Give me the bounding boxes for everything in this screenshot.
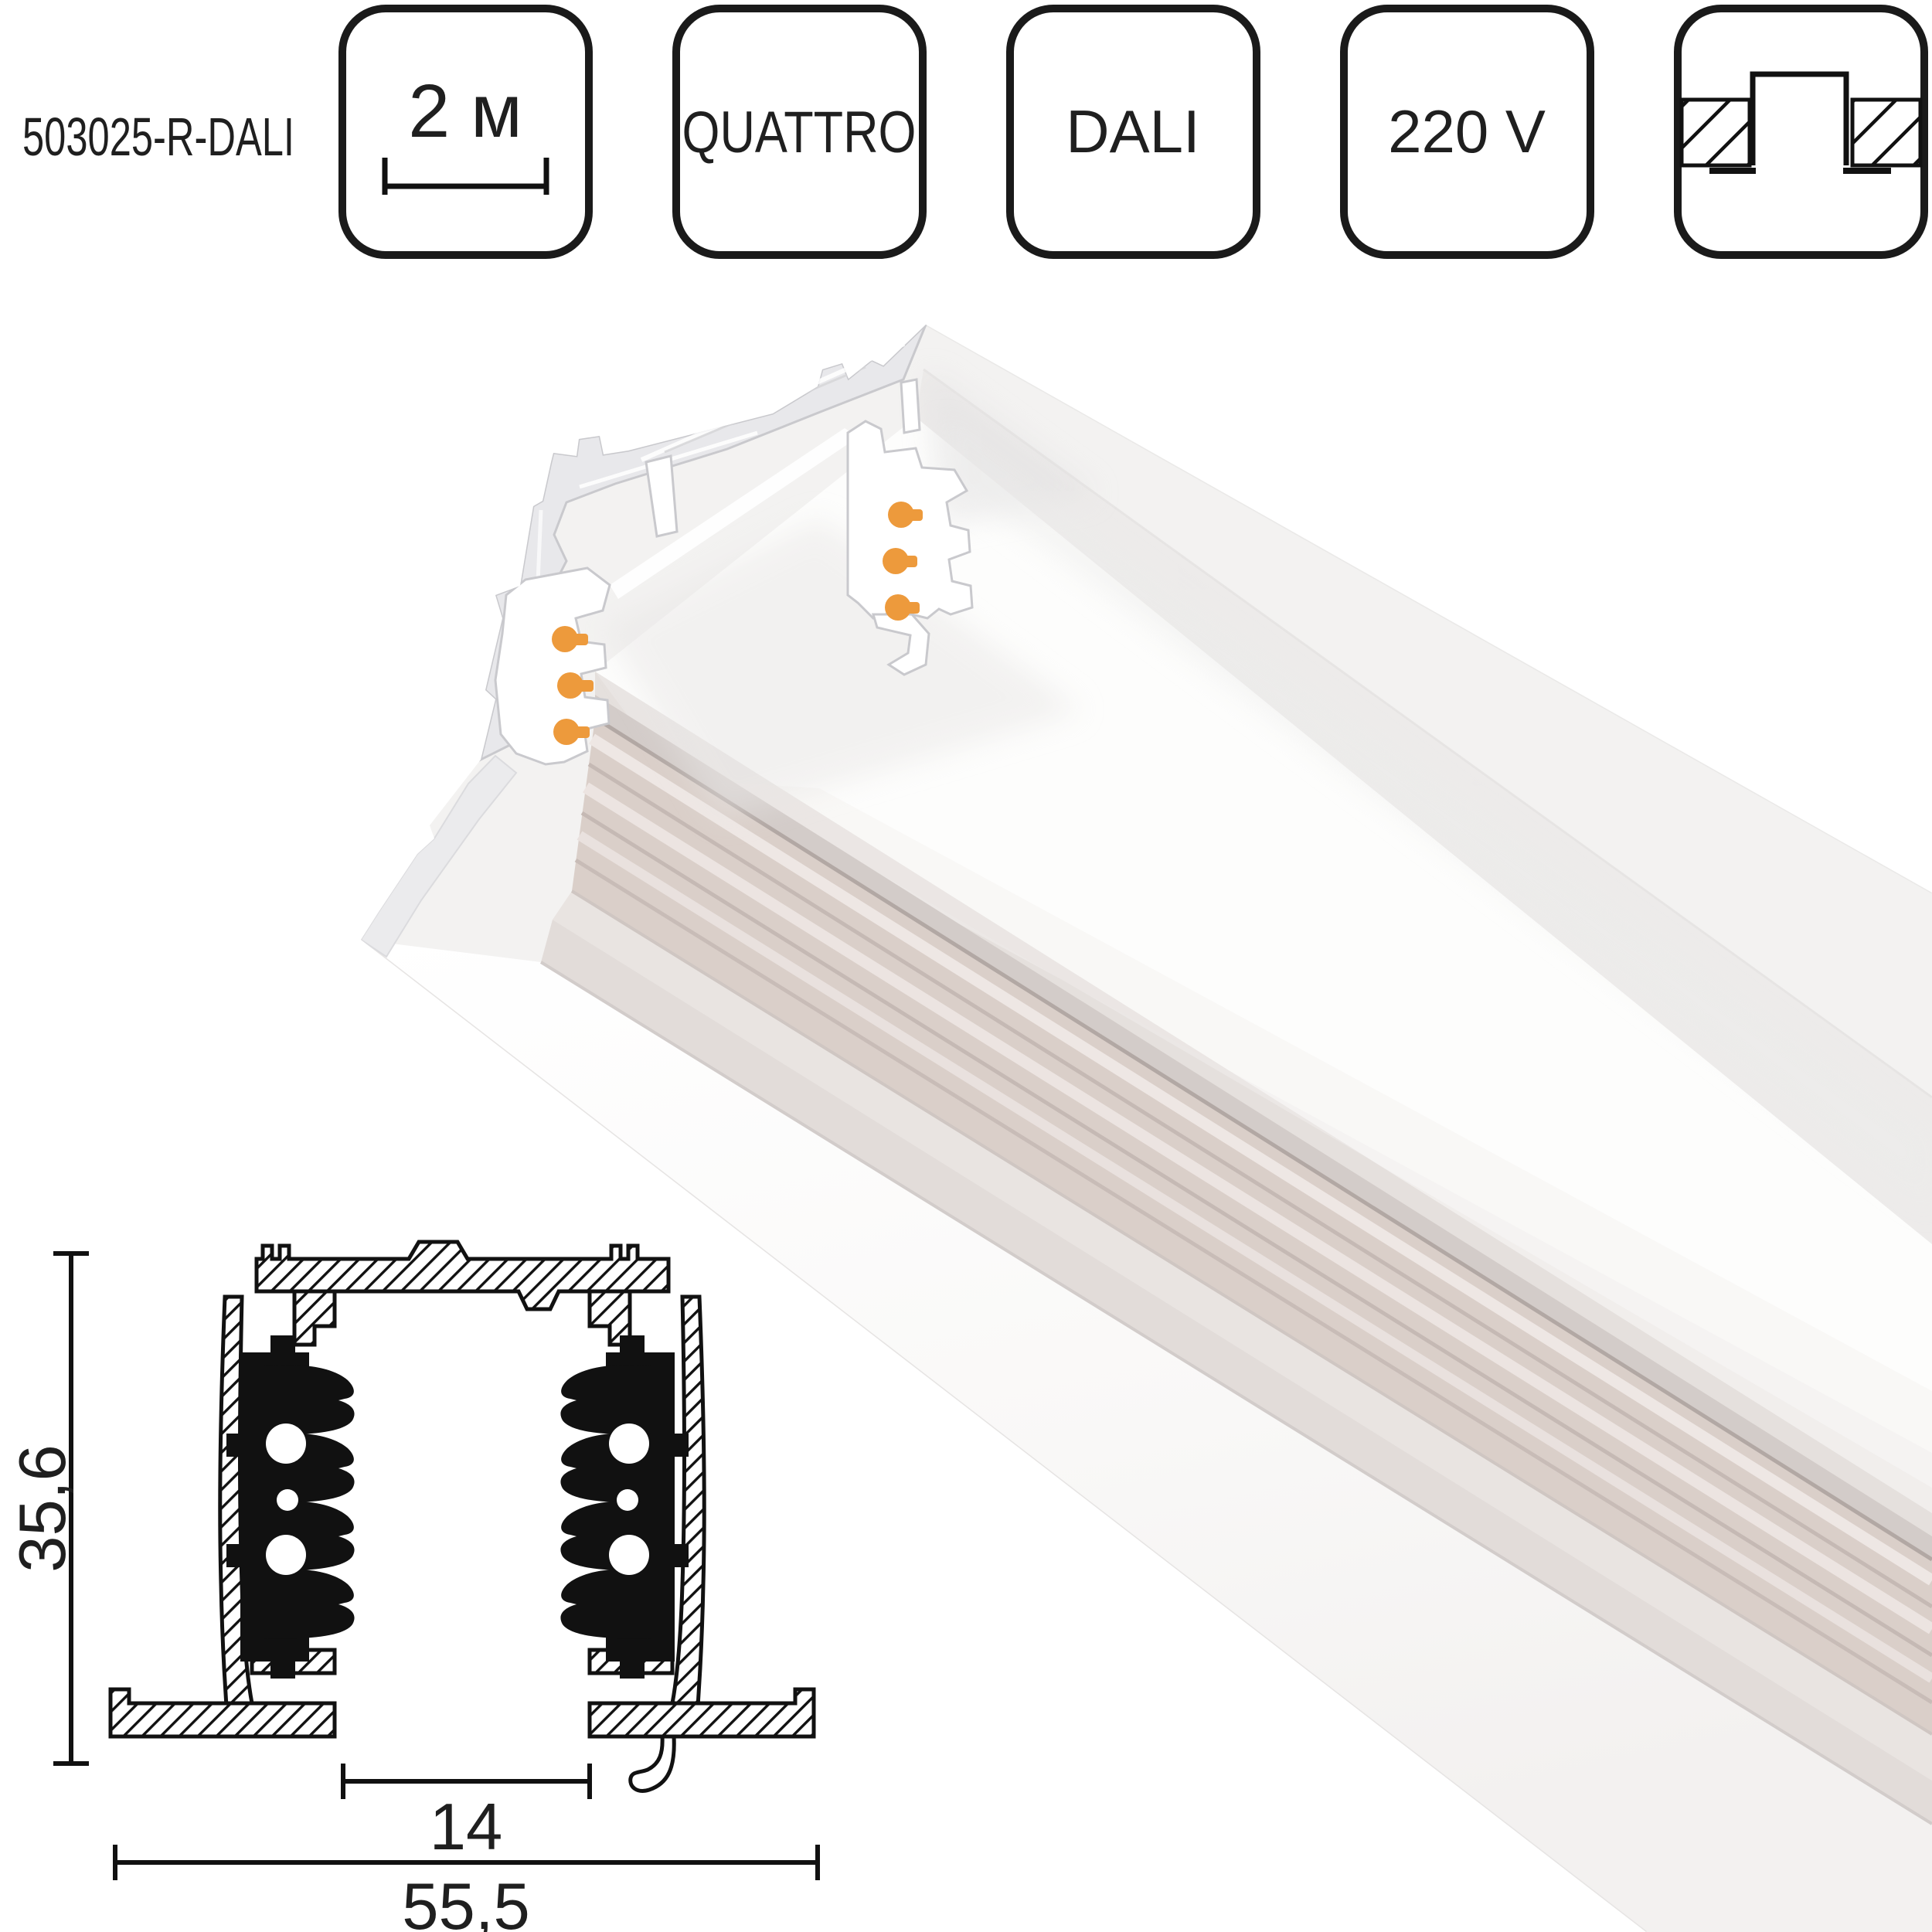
svg-text:14: 14: [430, 1791, 503, 1864]
svg-text:55,5: 55,5: [402, 1870, 529, 1932]
svg-text:DALI: DALI: [1066, 97, 1199, 165]
svg-text:220 V: 220 V: [1388, 97, 1546, 165]
svg-text:QUATTRO: QUATTRO: [682, 100, 917, 165]
svg-text:2 м: 2 м: [408, 69, 522, 153]
svg-text:503025-R-DALI: 503025-R-DALI: [22, 107, 294, 167]
svg-text:35,6: 35,6: [6, 1444, 80, 1572]
